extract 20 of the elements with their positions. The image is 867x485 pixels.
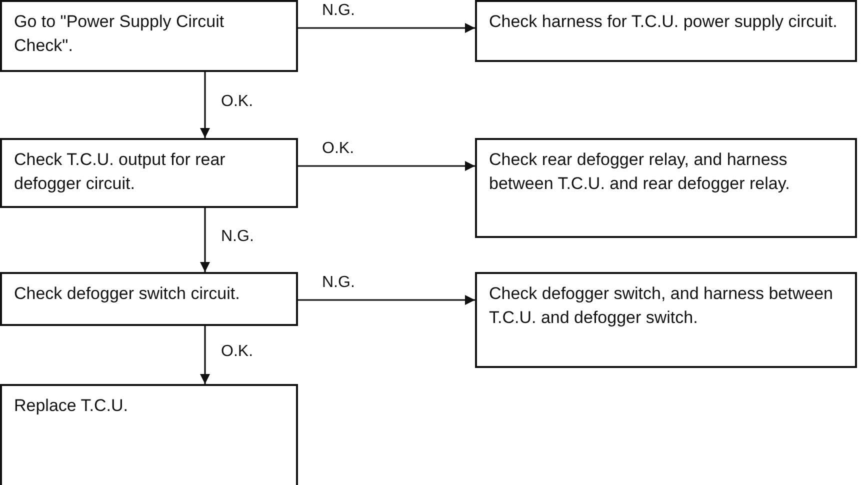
process-box bbox=[0, 0, 298, 72]
box-text: Replace T.C.U. bbox=[14, 395, 130, 417]
arrow bbox=[200, 326, 210, 384]
arrow bbox=[200, 208, 210, 272]
box-text: Check defogger switch circuit. bbox=[14, 283, 241, 305]
box-text: Check rear defogger relay, and harness between T.C.U. and rear defogger relay. bbox=[489, 149, 791, 195]
arrow bbox=[298, 295, 475, 305]
process-box bbox=[0, 138, 298, 208]
box-text: Go to "Power Supply Circuit Check". bbox=[14, 11, 226, 57]
box-text: Check T.C.U. output for rear defogger circuit. bbox=[14, 149, 226, 195]
process-box bbox=[475, 272, 857, 368]
process-box bbox=[475, 138, 857, 238]
process-box bbox=[0, 272, 298, 326]
arrow bbox=[298, 23, 475, 33]
box-text: Check harness for T.C.U. power supply circuit. bbox=[489, 11, 838, 33]
process-box bbox=[475, 0, 857, 62]
box-text: Check defogger switch, and harness between T.C.U. and defogger switch. bbox=[489, 283, 834, 329]
arrow bbox=[298, 161, 475, 171]
process-box bbox=[0, 384, 298, 485]
arrow bbox=[200, 72, 210, 138]
